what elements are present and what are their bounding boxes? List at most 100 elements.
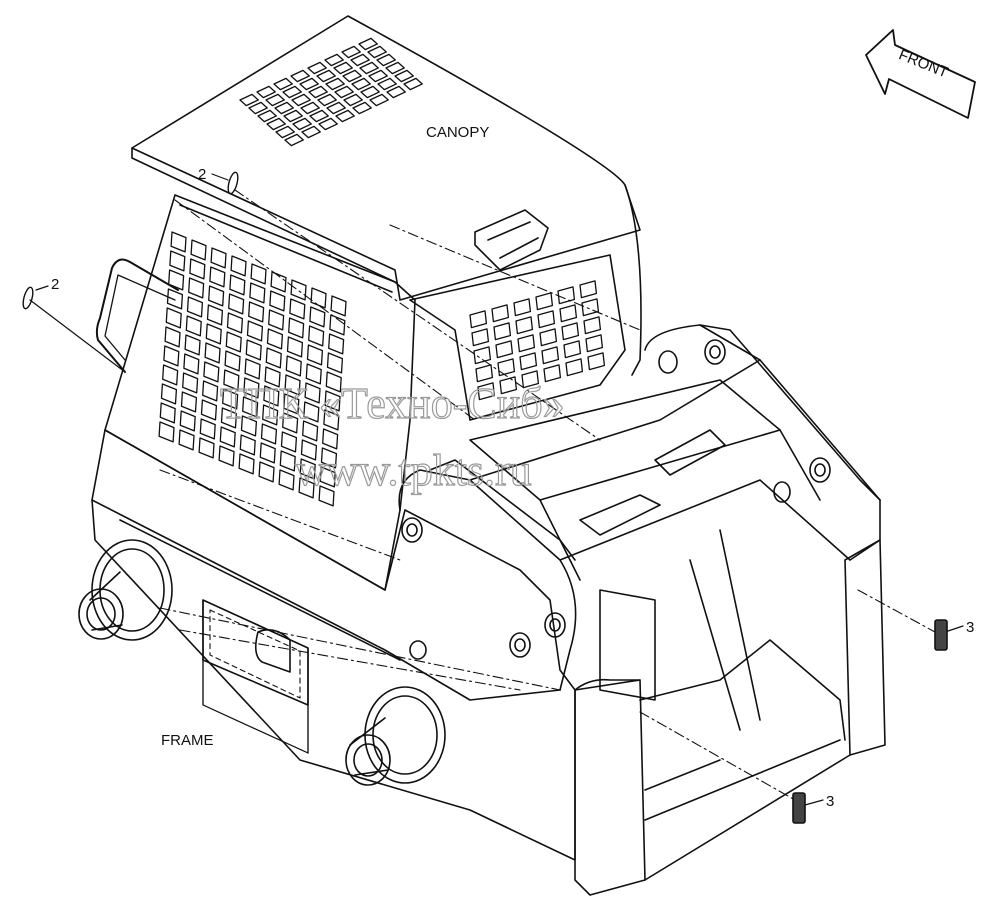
reflector-part-3-front [792,792,806,824]
watermark-line-2: www.tpkts.ru [295,446,532,495]
grid-opening [203,361,220,383]
grid-opening [521,370,540,389]
grid-opening [268,309,285,331]
grid-opening [169,250,186,272]
grid-opening [537,310,556,329]
grid-opening [541,346,560,365]
canopy-label: CANOPY [426,124,489,141]
grid-opening [188,277,205,299]
grid-opening [266,328,284,350]
front-arrow [865,29,976,119]
frame-cross-member [469,359,851,561]
grid-opening [262,404,279,426]
grid-opening [301,125,321,139]
grid-opening [367,45,387,59]
grid-opening [473,346,492,365]
callout-3-right: 3 [966,619,974,636]
grid-opening [185,315,202,337]
grid-opening [304,382,321,404]
frame-front-post-left [574,679,646,896]
grid-opening [585,334,604,353]
grid-opening [260,423,278,445]
grid-opening [263,385,280,407]
grid-opening [248,301,265,323]
grid-opening [563,340,582,359]
frame-label: FRAME [161,732,214,749]
grid-opening [299,77,319,91]
grid-opening [265,347,282,369]
grid-opening [250,263,267,285]
grid-opening [165,307,182,329]
grid-opening [282,85,302,99]
canopy-grab-handle [95,258,179,373]
grid-opening [284,374,301,396]
grid-opening [158,421,175,443]
canopy-front-window-frame [409,254,626,421]
grid-opening [266,117,286,131]
grid-opening [238,453,255,475]
grid-opening [302,420,319,442]
grid-opening [160,383,178,405]
grid-opening [224,350,241,372]
grid-opening [179,410,196,432]
frame-right-upright [644,324,881,561]
grid-opening [198,437,215,459]
grid-opening [223,369,240,391]
grid-opening [257,109,277,123]
grid-opening [557,286,576,305]
grid-opening [180,391,198,413]
grid-opening [309,306,326,328]
grid-opening [200,399,218,421]
grid-opening [330,295,347,317]
grid-opening [303,401,320,423]
grid-opening [186,296,204,318]
grid-opening [328,333,345,355]
grid-opening [322,428,339,450]
grid-opening [256,85,276,99]
grid-opening [159,402,176,424]
roof-vent-grid [239,37,423,147]
grid-opening [178,429,195,451]
grid-opening [324,390,341,412]
grid-opening [539,328,558,347]
grid-opening [285,355,302,377]
grid-opening [358,37,378,51]
grid-opening [515,316,534,335]
frame-access-panel [202,599,309,754]
grid-opening [318,485,335,507]
canopy-top-bracket [474,209,549,271]
grid-opening [519,352,538,371]
pivot-holes [401,339,831,660]
grid-opening [298,477,315,499]
grid-opening [279,450,296,472]
grid-opening [206,304,224,326]
grid-opening [162,364,179,386]
grid-opening [292,117,312,131]
grid-opening [284,133,304,147]
grid-opening [335,109,355,123]
grid-opening [166,288,184,310]
grid-opening [517,334,536,353]
grid-opening [369,93,389,107]
grid-opening [184,334,201,356]
grid-opening [163,345,180,367]
grid-opening [341,45,361,59]
grid-opening [209,266,226,288]
grid-opening [559,304,578,323]
pin-part-2-upper [227,171,239,195]
grid-opening [222,388,239,410]
grid-opening [581,298,600,317]
grid-opening [543,364,562,383]
canopy-rear-post [624,184,642,376]
pin-part-2-left [22,286,34,310]
grid-opening [189,258,206,280]
callout-leaders [29,173,964,806]
grid-opening [210,247,227,269]
grid-opening [289,298,306,320]
front-window-grid [469,280,606,401]
grid-opening [219,426,236,448]
grid-opening [229,274,246,296]
grid-opening [325,77,345,91]
side-window-grid [158,231,347,507]
callout-2-upper: 2 [198,166,206,183]
